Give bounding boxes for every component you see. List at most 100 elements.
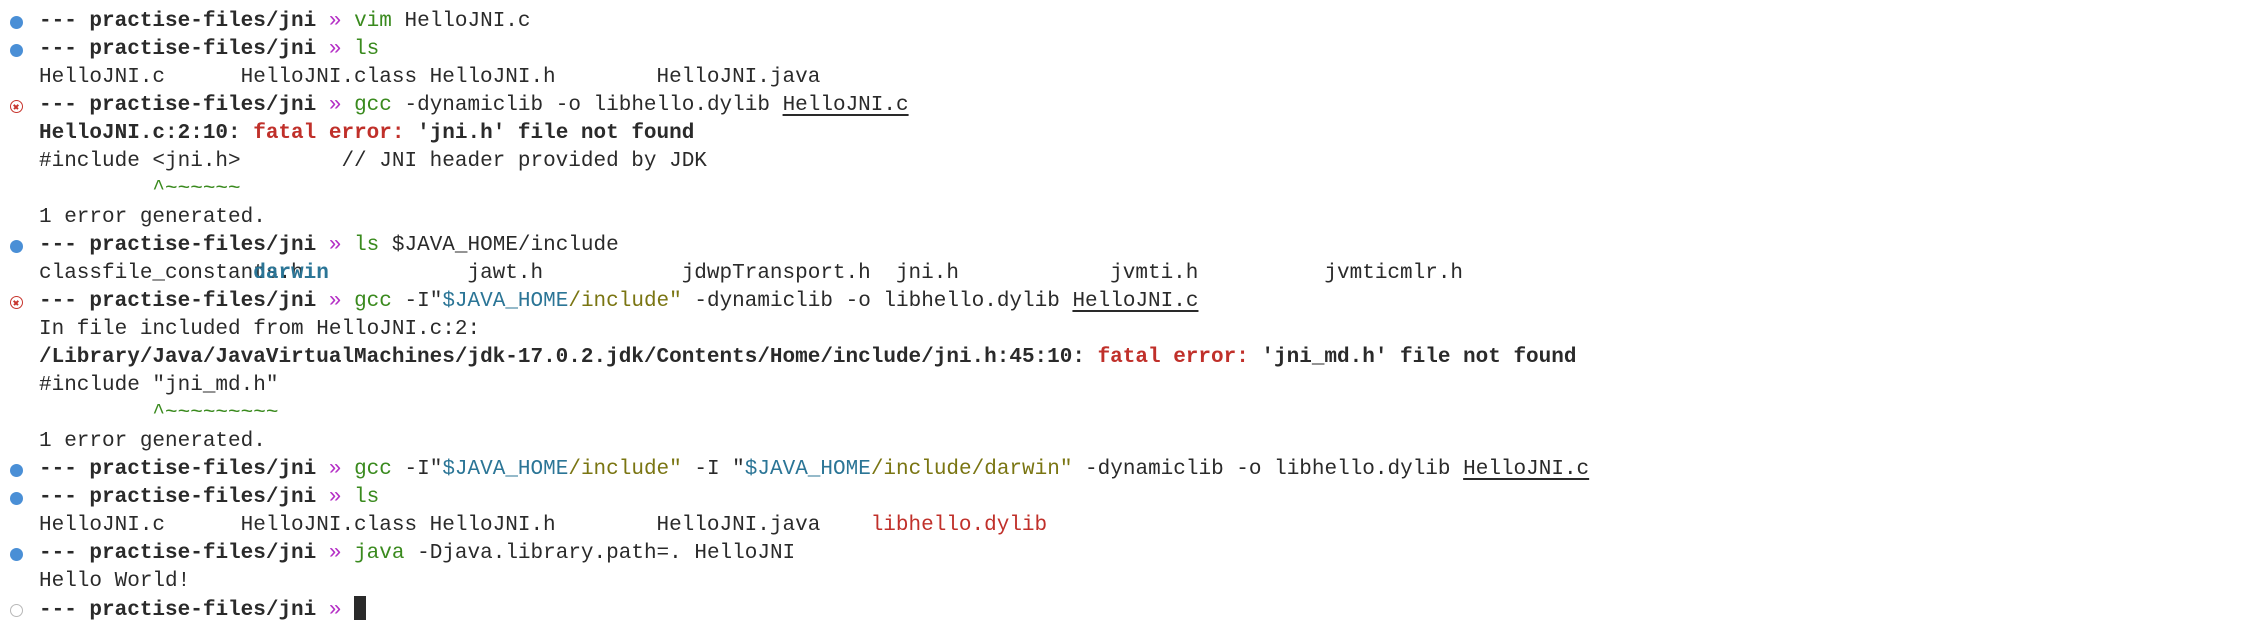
command-name: gcc xyxy=(354,94,392,117)
terminal-text: -dynamiclib -o libhello.dylib xyxy=(391,94,783,117)
terminal-text: $JAVA_HOME/include xyxy=(379,234,619,257)
terminal-text: $JAVA_HOME xyxy=(442,458,569,481)
prompt-path: practise-files/jni xyxy=(89,38,317,61)
prompt-dashes: --- xyxy=(39,10,90,33)
command-name: java xyxy=(354,542,405,565)
file-entry: jdwpTransport.h xyxy=(681,262,871,285)
terminal-text: /include" xyxy=(568,458,682,481)
terminal-text: 'jni.h' file not found xyxy=(404,122,695,145)
terminal-text: $JAVA_HOME xyxy=(744,458,871,481)
text-cursor[interactable] xyxy=(354,596,367,620)
prompt-line: --- practise-files/jni » ls $JAVA_HOME/i… xyxy=(0,232,1589,260)
prompt-arrow: » xyxy=(316,94,355,117)
prompt-path: practise-files/jni xyxy=(89,458,317,481)
success-status-icon xyxy=(10,240,23,253)
prompt-path: practise-files/jni xyxy=(89,290,317,313)
error-status-icon xyxy=(10,100,23,113)
terminal-text: #include "jni_md.h" xyxy=(39,374,279,397)
prompt-arrow: » xyxy=(316,542,355,565)
file-entry: jvmticmlr.h xyxy=(1324,262,1464,285)
terminal-text: 1 error generated. xyxy=(39,206,266,229)
directory-entry: darwin xyxy=(253,262,329,285)
file-entry: HelloJNI.java xyxy=(656,514,821,537)
prompt-path: practise-files/jni xyxy=(89,599,317,622)
prompt-path: practise-files/jni xyxy=(89,94,317,117)
error-status-icon xyxy=(10,296,23,309)
terminal-text: #include <jni.h> // JNI header provided … xyxy=(39,150,707,173)
terminal-text: ^~~~~~~~~~ xyxy=(39,402,279,425)
pending-status-icon xyxy=(10,604,23,617)
terminal-text: $JAVA_HOME xyxy=(442,290,569,313)
prompt-line: --- practise-files/jni » gcc -dynamiclib… xyxy=(0,92,1589,120)
output-line: 1 error generated. xyxy=(0,428,1589,456)
command-name: gcc xyxy=(354,290,392,313)
success-status-icon xyxy=(10,16,23,29)
prompt-arrow: » xyxy=(316,486,355,509)
prompt-arrow: » xyxy=(316,599,355,622)
terminal-text: -I " xyxy=(681,458,745,481)
file-entry: HelloJNI.h xyxy=(429,514,556,537)
prompt-dashes: --- xyxy=(39,486,90,509)
file-entry: HelloJNI.class xyxy=(240,66,418,89)
prompt-line: --- practise-files/jni » gcc -I"$JAVA_HO… xyxy=(0,288,1589,316)
terminal-text: HelloJNI.c xyxy=(782,94,909,117)
terminal-text: HelloJNI.c xyxy=(1463,458,1590,481)
terminal-text: HelloJNI.c:2:10: xyxy=(39,122,254,145)
terminal-text: -I" xyxy=(391,290,443,313)
prompt-line: --- practise-files/jni » ls xyxy=(0,36,1589,64)
prompt-arrow: » xyxy=(316,290,355,313)
output-line: In file included from HelloJNI.c:2: xyxy=(0,316,1589,344)
command-name: ls xyxy=(354,38,380,61)
file-entry: libhello.dylib xyxy=(870,514,1048,537)
output-line: HelloJNI.c HelloJNI.class HelloJNI.h HelloJ… xyxy=(0,64,1589,92)
prompt-arrow: » xyxy=(316,10,355,33)
file-entry: HelloJNI.class xyxy=(240,514,418,537)
prompt-line: --- practise-files/jni » xyxy=(0,596,1589,624)
prompt-arrow: » xyxy=(316,38,355,61)
file-entry: jvmti.h xyxy=(1110,262,1199,285)
prompt-dashes: --- xyxy=(39,38,90,61)
prompt-line: --- practise-files/jni » vim HelloJNI.c xyxy=(0,8,1589,36)
output-line: /Library/Java/JavaVirtualMachines/jdk-17… xyxy=(0,344,1589,372)
terminal-text: /Library/Java/JavaVirtualMachines/jdk-17… xyxy=(39,346,1098,369)
success-status-icon xyxy=(10,548,23,561)
prompt-dashes: --- xyxy=(39,542,90,565)
command-name: vim xyxy=(354,10,392,33)
prompt-dashes: --- xyxy=(39,290,90,313)
terminal-text: -dynamiclib -o libhello.dylib xyxy=(1072,458,1464,481)
terminal-text: ^~~~~~~ xyxy=(39,178,241,201)
terminal-text: -Djava.library.path=. HelloJNI xyxy=(404,542,796,565)
command-name: ls xyxy=(354,234,380,257)
terminal-text: /include" xyxy=(568,290,682,313)
terminal-text: /include/darwin" xyxy=(870,458,1073,481)
file-entry: HelloJNI.c xyxy=(39,66,166,89)
prompt-line: --- practise-files/jni » java -Djava.lib… xyxy=(0,540,1589,568)
prompt-path: practise-files/jni xyxy=(89,486,317,509)
terminal-text: fatal error: xyxy=(253,122,405,145)
terminal-text: HelloJNI.c xyxy=(1072,290,1199,313)
output-line: 1 error generated. xyxy=(0,204,1589,232)
output-line: ^~~~~~~ xyxy=(0,176,1589,204)
prompt-path: practise-files/jni xyxy=(89,234,317,257)
output-line: classfile_constants.hdarwin jawt.h jdwpTra… xyxy=(0,260,1589,288)
file-entry: jawt.h xyxy=(467,262,544,285)
terminal-text: -dynamiclib -o libhello.dylib xyxy=(681,290,1073,313)
output-line: HelloJNI.c:2:10: fatal error: 'jni.h' fi… xyxy=(0,120,1589,148)
command-name: ls xyxy=(354,486,380,509)
file-entry: HelloJNI.h xyxy=(429,66,556,89)
terminal-text: 1 error generated. xyxy=(39,430,266,453)
prompt-dashes: --- xyxy=(39,94,90,117)
prompt-dashes: --- xyxy=(39,234,90,257)
prompt-line: --- practise-files/jni » ls xyxy=(0,484,1589,512)
file-entry: HelloJNI.java xyxy=(656,66,821,89)
file-entry: classfile_constants.h xyxy=(39,262,304,285)
success-status-icon xyxy=(10,464,23,477)
prompt-dashes: --- xyxy=(39,458,90,481)
prompt-path: practise-files/jni xyxy=(89,542,317,565)
output-line: Hello World! xyxy=(0,568,1589,596)
terminal-output[interactable]: --- practise-files/jni » vim HelloJNI.c-… xyxy=(0,8,1589,624)
prompt-path: practise-files/jni xyxy=(89,10,317,33)
prompt-dashes: --- xyxy=(39,599,90,622)
terminal-text: -I" xyxy=(391,458,443,481)
